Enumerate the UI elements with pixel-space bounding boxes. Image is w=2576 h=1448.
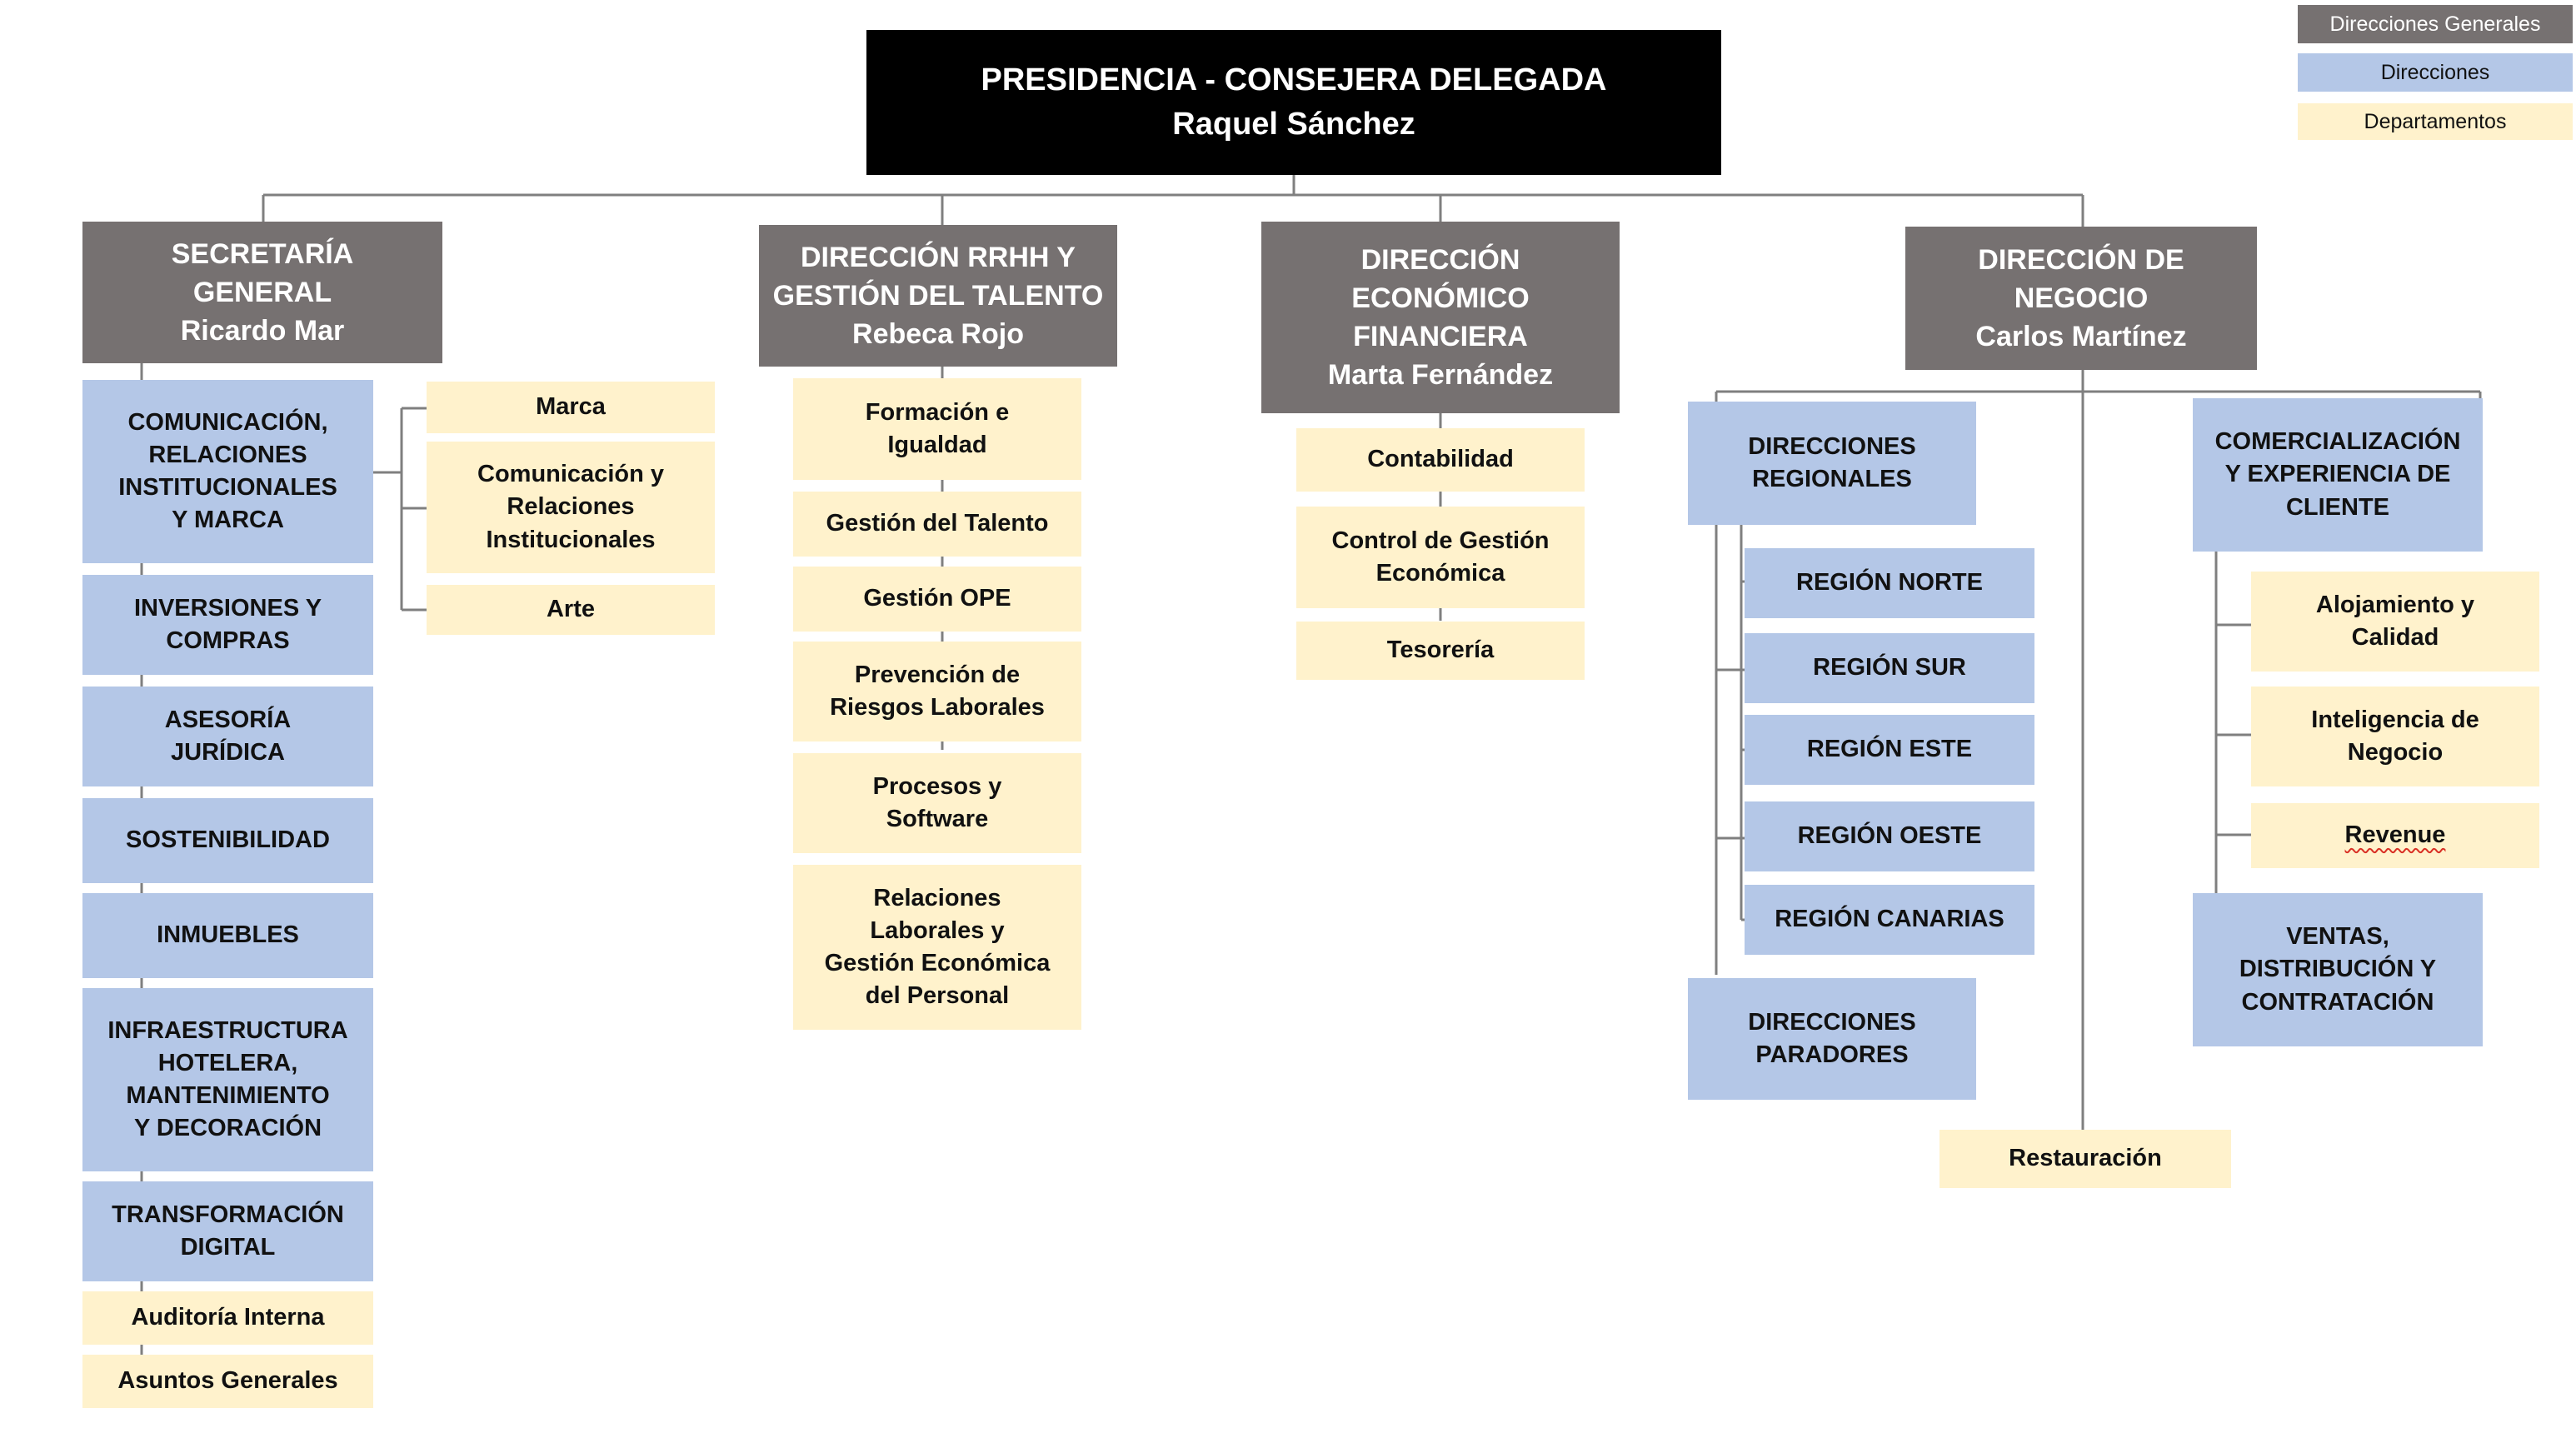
legend-departments: Departamentos [2298,103,2573,140]
restauracion-box: Restauración [1939,1130,2231,1188]
sostenibilidad-box: SOSTENIBILIDAD [82,798,373,883]
region-este-box: REGIÓN ESTE [1745,715,2034,785]
region-sur-box: REGIÓN SUR [1745,633,2034,703]
negocio-box: DIRECCIÓN DE NEGOCIO Carlos Martínez [1905,227,2257,370]
auditoria-box: Auditoría Interna [82,1291,373,1345]
financiera-box: DIRECCIÓN ECONÓMICO FINANCIERA Marta Fer… [1261,222,1620,413]
legend-general-directions: Direcciones Generales [2298,5,2573,43]
revenue-label: Revenue [2344,821,2446,849]
comercializacion-box: COMERCIALIZACIÓN Y EXPERIENCIA DE CLIENT… [2193,398,2483,552]
region-oeste-box: REGIÓN OESTE [1745,801,2034,871]
relaciones-laborales-box: Relaciones Laborales y Gestión Económica… [793,865,1081,1030]
arte-box: Arte [427,585,715,635]
inversiones-box: INVERSIONES Y COMPRAS [82,575,373,675]
asesoria-box: ASESORÍA JURÍDICA [82,687,373,786]
comunicacion-box: COMUNICACIÓN, RELACIONES INSTITUCIONALES… [82,380,373,563]
marca-box: Marca [427,382,715,433]
direcciones-paradores-box: DIRECCIONES PARADORES [1688,978,1976,1100]
revenue-box: Revenue [2251,803,2539,868]
infraestructura-box: INFRAESTRUCTURA HOTELERA, MANTENIMIENTO … [82,988,373,1171]
presidency-box: PRESIDENCIA - CONSEJERA DELEGADA Raquel … [866,30,1721,175]
inteligencia-box: Inteligencia de Negocio [2251,687,2539,786]
legend-directions: Direcciones [2298,53,2573,92]
presidency-title: PRESIDENCIA - CONSEJERA DELEGADA [981,62,1607,97]
presidency-name: Raquel Sánchez [1172,107,1415,142]
prevencion-box: Prevención de Riesgos Laborales [793,642,1081,741]
gestion-ope-box: Gestión OPE [793,567,1081,632]
contabilidad-box: Contabilidad [1296,428,1585,492]
gestion-talento-box: Gestión del Talento [793,492,1081,557]
region-canarias-box: REGIÓN CANARIAS [1745,885,2034,955]
direcciones-regionales-box: DIRECCIONES REGIONALES [1688,402,1976,525]
asuntos-box: Asuntos Generales [82,1355,373,1408]
control-gestion-box: Control de Gestión Económica [1296,507,1585,608]
inmuebles-box: INMUEBLES [82,893,373,978]
transformacion-box: TRANSFORMACIÓN DIGITAL [82,1181,373,1281]
region-norte-box: REGIÓN NORTE [1745,548,2034,618]
procesos-box: Procesos y Software [793,753,1081,853]
comunicacion-relaciones-box: Comunicación y Relaciones Institucionale… [427,442,715,573]
formacion-box: Formación e Igualdad [793,378,1081,480]
tesoreria-box: Tesorería [1296,622,1585,680]
rrhh-box: DIRECCIÓN RRHH Y GESTIÓN DEL TALENTO Reb… [759,225,1117,367]
secretaria-general-box: SECRETARÍA GENERAL Ricardo Mar [82,222,442,363]
alojamiento-box: Alojamiento y Calidad [2251,572,2539,672]
ventas-box: VENTAS, DISTRIBUCIÓN Y CONTRATACIÓN [2193,893,2483,1046]
